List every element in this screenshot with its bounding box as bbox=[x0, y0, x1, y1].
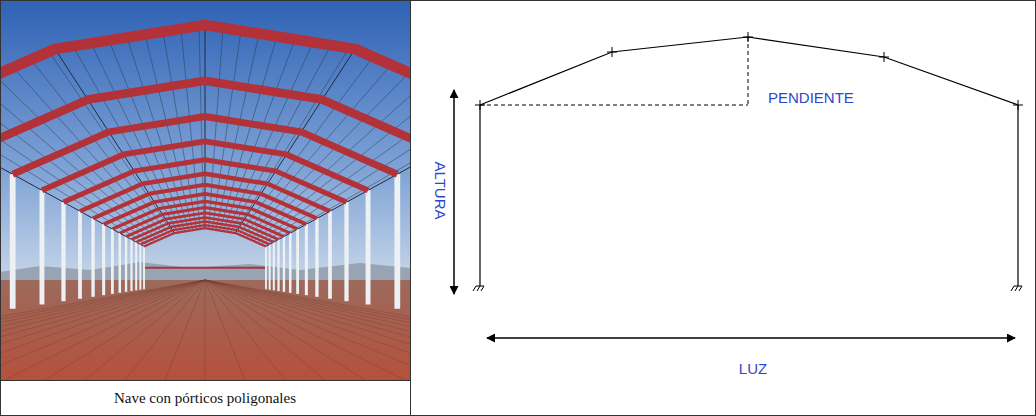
fixed-supports bbox=[473, 286, 1022, 291]
caption-ground bbox=[0, 381, 410, 416]
height-label: ALTURA bbox=[432, 161, 447, 219]
panel-divider bbox=[410, 0, 411, 416]
slope-label: PENDIENTE bbox=[768, 90, 854, 105]
photo-scene bbox=[1, 1, 410, 380]
caption-divider bbox=[0, 380, 410, 381]
span-dimension-arrow bbox=[487, 337, 1015, 339]
roof-polyline bbox=[480, 37, 1018, 105]
slope-dashed-vertical bbox=[748, 37, 749, 105]
height-dimension-arrow bbox=[453, 90, 455, 294]
photo-caption: Nave con pórticos poligonales bbox=[114, 391, 296, 406]
left-column bbox=[479, 105, 480, 286]
slope-dashed-horizontal bbox=[480, 105, 748, 106]
joint-ticks bbox=[475, 32, 1023, 110]
span-label: LUZ bbox=[739, 361, 767, 376]
right-column bbox=[1017, 105, 1018, 286]
